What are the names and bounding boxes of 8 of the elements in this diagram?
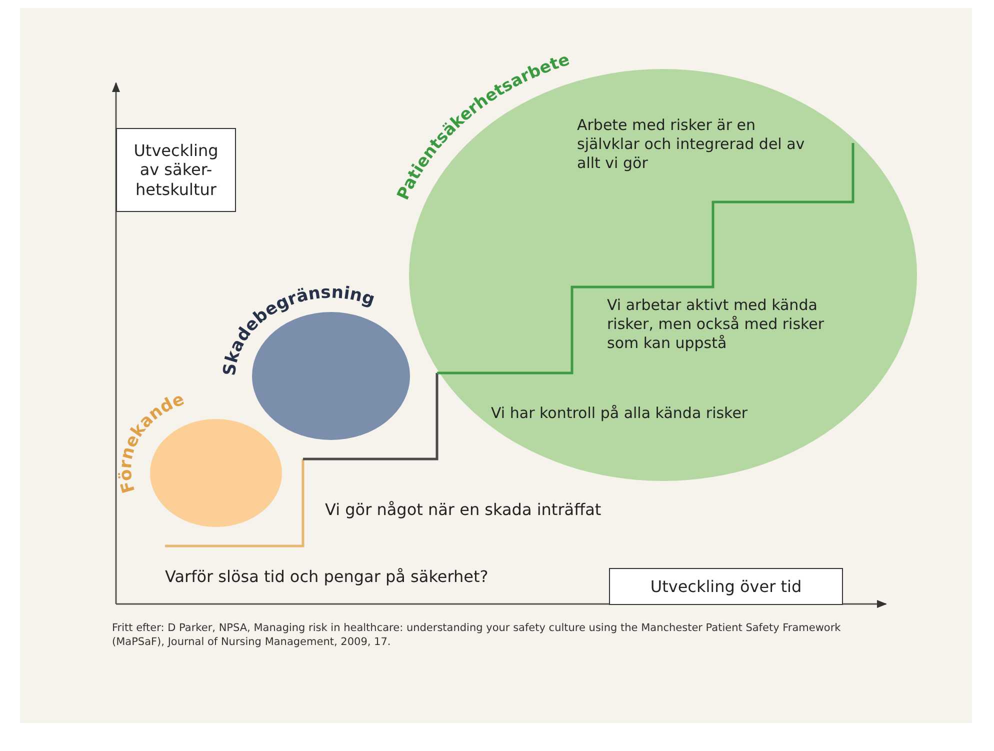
source-caption: Fritt efter: D Parker, NPSA, Managing risk in healthcare: understanding your safety culture using the Manchester Patient Safety Framework (MaPSaF), Journal of Nursing Management, 2009, 17. [112, 622, 842, 650]
axis-label-box: Utveckling av säker- hetskultur [116, 128, 236, 212]
stage-description: Arbete med risker är en självklar och integrerad del av allt vi gör [577, 116, 806, 172]
axis-label-box: Utveckling över tid [609, 568, 843, 605]
stage-description: Vi gör något när en skada inträffat [325, 500, 602, 520]
stage-description: Vi har kontroll på alla kända risker [491, 404, 749, 423]
stage-description: Vi arbetar aktivt med kända risker, men också med risker som kan uppstå [607, 296, 826, 352]
stage-description: Varför slösa tid och pengar på säkerhet? [165, 567, 488, 587]
